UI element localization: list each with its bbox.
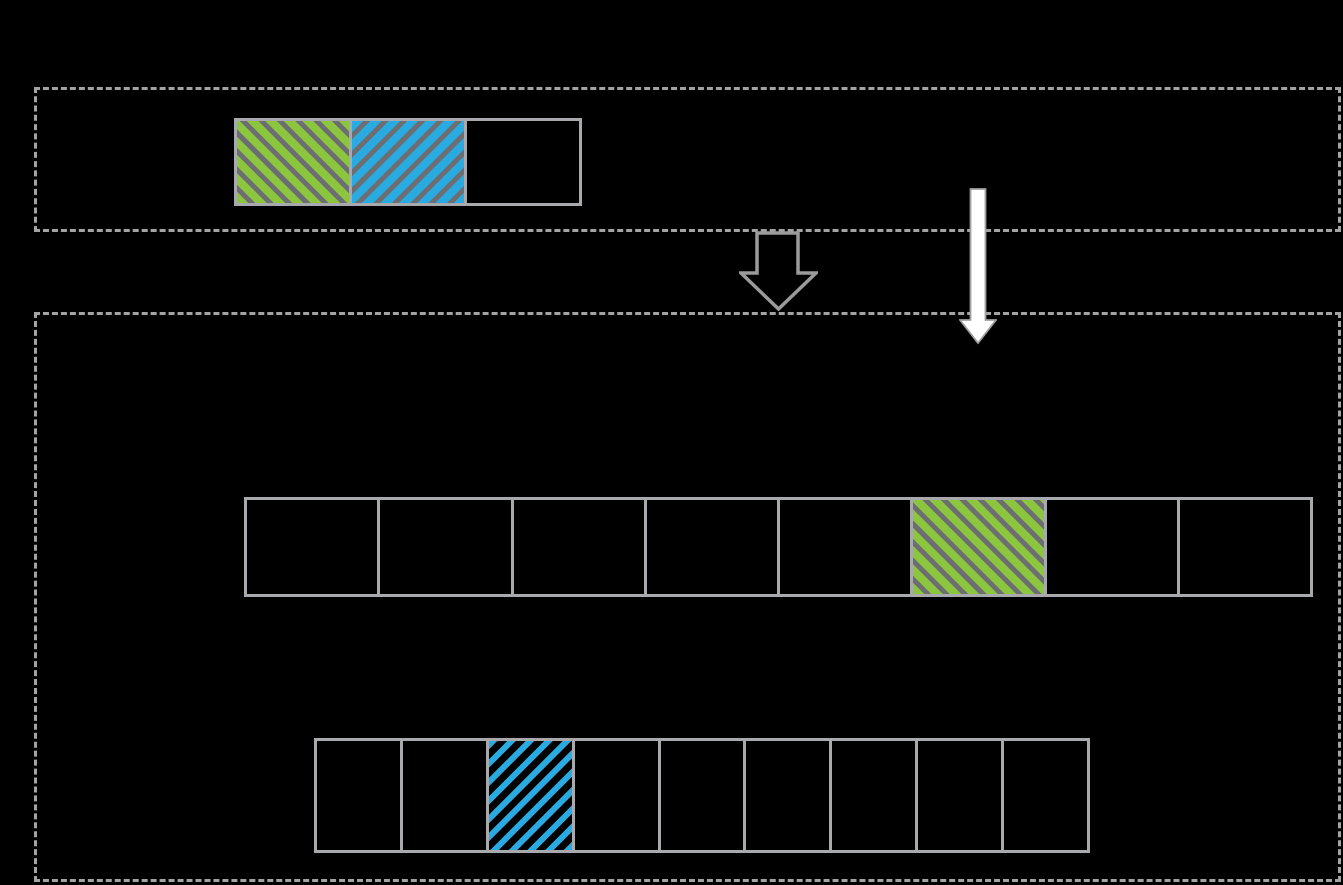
bottom-dashed-panel	[34, 312, 1341, 882]
blue-target-array-cell-7	[915, 741, 1001, 850]
green-target-array-cell-5-hatch-green	[910, 500, 1044, 594]
blue-target-array-cell-2-hatch-blue-dark	[485, 741, 572, 850]
blue-target-array-cell-8	[1001, 741, 1087, 850]
blue-target-array-cell-0	[317, 741, 400, 850]
down-arrow-outline-icon	[739, 231, 818, 311]
green-target-array-cell-0	[247, 500, 377, 594]
green-target-array-cell-7	[1176, 500, 1310, 594]
blue-target-array-cell-6	[829, 741, 915, 850]
green-target-array	[244, 497, 1313, 597]
down-arrow-solid-icon	[959, 188, 997, 345]
blue-target-array-cell-5	[743, 741, 829, 850]
source-array-cell-1-hatch-blue	[349, 121, 464, 203]
blue-target-array-cell-4	[657, 741, 744, 850]
green-target-array-cell-3	[643, 500, 777, 594]
green-target-array-cell-1	[377, 500, 510, 594]
source-array-cell-2	[464, 121, 579, 203]
green-target-array-cell-6	[1043, 500, 1177, 594]
blue-target-array-cell-1	[399, 741, 486, 850]
source-array-cell-0-hatch-green	[237, 121, 349, 203]
blue-target-array-cell-3	[571, 741, 658, 850]
blue-target-array	[314, 738, 1090, 853]
source-array	[234, 118, 582, 206]
top-dashed-panel	[34, 87, 1341, 232]
green-target-array-cell-4	[777, 500, 910, 594]
green-target-array-cell-2	[510, 500, 644, 594]
